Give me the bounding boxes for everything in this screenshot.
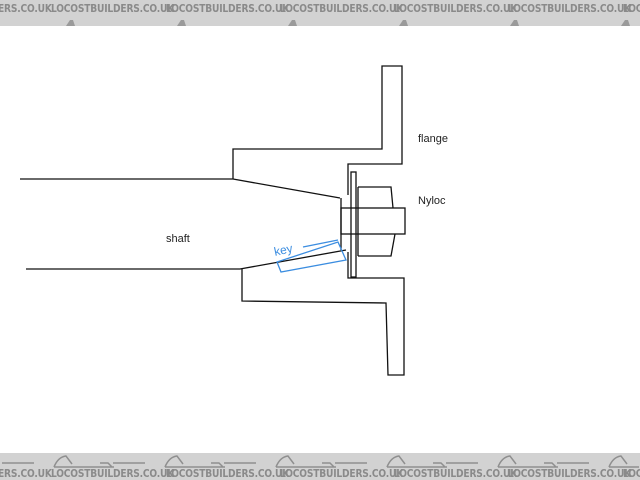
key-outline: [276, 239, 347, 273]
washer: [350, 171, 357, 278]
watermark-text: LOCOSTBUILDERS.CO.UK: [508, 2, 632, 15]
watermark-text: LOCOSTBUILDERS.CO.UK: [51, 2, 175, 15]
car-silhouette-icon: [66, 20, 630, 26]
watermark-text: LOCOSTBUILDERS.CO.UK: [622, 467, 640, 480]
shaft-top-edge: [20, 178, 341, 199]
flange-upper: [232, 65, 403, 195]
watermark-text: ERS.CO.UK: [0, 467, 52, 480]
nyloc-nut: [358, 186, 394, 209]
nyloc-label: Nyloc: [418, 195, 446, 207]
watermark-text: LOCOSTBUILDERS.CO.UK: [622, 2, 640, 15]
shaft-label: shaft: [166, 233, 190, 245]
watermark-text: LOCOSTBUILDERS.CO.UK: [279, 467, 403, 480]
watermark-text: LOCOSTBUILDERS.CO.UK: [508, 467, 632, 480]
watermark-text: LOCOSTBUILDERS.CO.UK: [165, 2, 289, 15]
flange-label: flange: [418, 133, 448, 145]
shaft-bottom-edge: [26, 249, 347, 270]
watermark-banner-bottom: ERS.CO.UK LOCOSTBUILDERS.CO.UK LOCOSTBUI…: [0, 453, 640, 480]
watermark-banner-top: ERS.CO.UK LOCOSTBUILDERS.CO.UK LOCOSTBUI…: [0, 0, 640, 26]
watermark-text: LOCOSTBUILDERS.CO.UK: [394, 467, 518, 480]
flange-lower: [241, 252, 405, 376]
car-silhouette-icon: [2, 455, 639, 468]
watermark-text: LOCOSTBUILDERS.CO.UK: [165, 467, 289, 480]
watermark-text: LOCOSTBUILDERS.CO.UK: [279, 2, 403, 15]
watermark-text: LOCOSTBUILDERS.CO.UK: [394, 2, 518, 15]
watermark-text: ERS.CO.UK: [0, 2, 52, 15]
nyloc-nut-lower: [358, 233, 396, 257]
watermark-text: LOCOSTBUILDERS.CO.UK: [51, 467, 175, 480]
